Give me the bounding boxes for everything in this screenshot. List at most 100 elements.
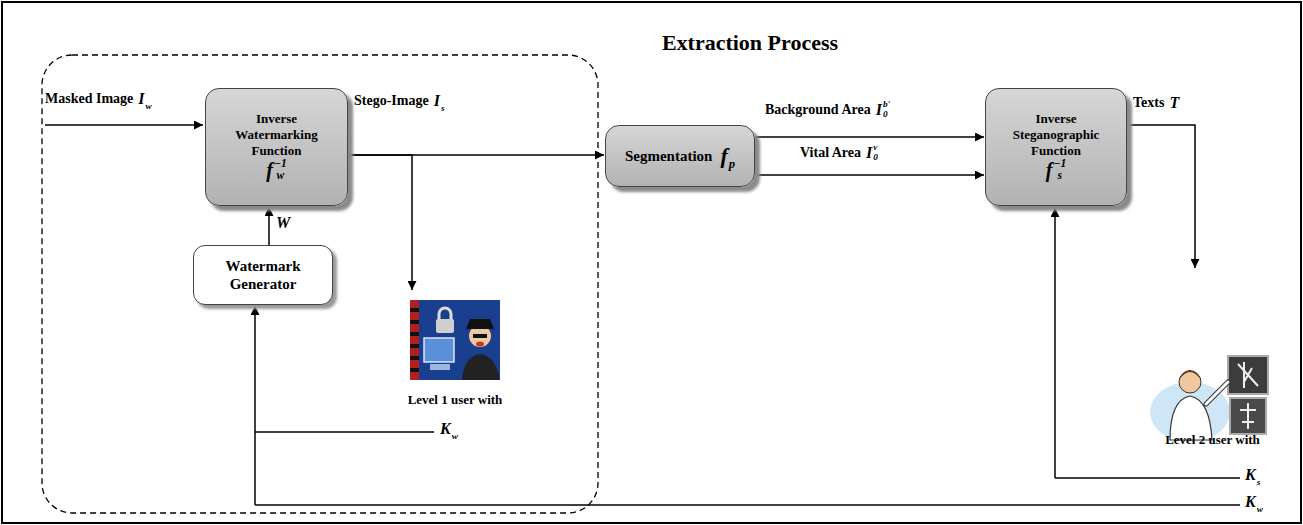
label-group: Kw bbox=[440, 420, 458, 438]
xray-panel bbox=[1230, 398, 1266, 434]
math-expression: f−1s bbox=[1046, 158, 1067, 182]
math-expression: Iw bbox=[138, 90, 151, 108]
flow-arrow bbox=[1127, 125, 1195, 268]
label-group: Ks bbox=[1245, 466, 1260, 484]
key-wire bbox=[254, 306, 256, 505]
lock-icon bbox=[439, 308, 451, 320]
box-label: Segmentation bbox=[625, 147, 713, 165]
math-expression: fp bbox=[720, 143, 735, 169]
label-group: Kw bbox=[1245, 493, 1263, 511]
icon-stripe bbox=[410, 300, 419, 380]
box-label: Watermark Generator bbox=[204, 257, 322, 293]
doctor-icon bbox=[1150, 356, 1268, 442]
math-symbol: K bbox=[440, 420, 451, 438]
flow-arrow bbox=[755, 174, 984, 176]
math-subscript: s bbox=[441, 103, 445, 113]
math-scripts: v0 bbox=[873, 143, 878, 162]
math-expression: Is bbox=[434, 92, 445, 110]
computer-icon bbox=[430, 364, 450, 370]
label-group: Masked Image Iw bbox=[45, 90, 152, 108]
math-subscript: 0 bbox=[873, 153, 878, 163]
process-box: Inverse Watermarking Functionf−1w bbox=[205, 88, 348, 206]
generator-box: Watermark Generator bbox=[193, 245, 333, 305]
math-scripts: −1w bbox=[274, 158, 287, 182]
edge-label: W bbox=[276, 214, 290, 232]
edge-label: Stego-Image bbox=[354, 93, 429, 109]
math-symbol: I bbox=[138, 90, 144, 108]
key-wire bbox=[255, 431, 434, 433]
xray-panel bbox=[1228, 356, 1268, 394]
edge-label: Texts bbox=[1133, 95, 1164, 111]
math-subscript: w bbox=[452, 431, 458, 441]
flow-arrow bbox=[348, 155, 412, 290]
label-group: W bbox=[276, 214, 290, 232]
math-symbol: I bbox=[434, 92, 440, 110]
person-icon bbox=[476, 342, 484, 347]
edge-label: Background Area bbox=[765, 102, 871, 118]
math-expression: T bbox=[1169, 94, 1179, 112]
math-symbol: T bbox=[1169, 94, 1179, 112]
person-icon bbox=[466, 319, 494, 329]
label-group: Stego-Image Is bbox=[354, 92, 445, 110]
person-icon bbox=[1206, 382, 1228, 404]
flow-arrow bbox=[755, 136, 984, 138]
key-wire bbox=[1054, 208, 1056, 478]
math-superscript: v bbox=[873, 143, 878, 153]
math-superscript: −1 bbox=[274, 158, 287, 170]
person-icon bbox=[1206, 382, 1228, 404]
lock-icon bbox=[436, 319, 454, 333]
user-node: Level 1 user with bbox=[385, 290, 525, 408]
person-icon bbox=[473, 334, 487, 338]
box-label: Level 1 user with bbox=[408, 392, 503, 408]
person-icon bbox=[462, 354, 500, 380]
edge-label: Vital Area bbox=[800, 145, 861, 161]
hacker-icon bbox=[410, 300, 500, 380]
math-subscript: w bbox=[1257, 504, 1263, 514]
flow-arrow bbox=[268, 207, 270, 245]
xray-panel bbox=[1238, 362, 1258, 388]
math-symbol: f bbox=[266, 159, 273, 182]
math-expression: f−1w bbox=[266, 158, 287, 182]
math-scripts: b'0 bbox=[883, 100, 890, 119]
label-group: Texts T bbox=[1133, 94, 1179, 112]
person-icon bbox=[1179, 370, 1201, 380]
math-symbol: I bbox=[866, 144, 872, 162]
label-group: Background Area Ib'0 bbox=[765, 100, 890, 119]
dashed-region bbox=[42, 55, 598, 513]
box-label: Inverse Watermarking Function bbox=[218, 111, 335, 158]
math-subscript: 0 bbox=[883, 110, 890, 120]
math-symbol: f bbox=[720, 143, 727, 169]
icon-ground bbox=[410, 300, 500, 380]
xray-panel bbox=[1240, 403, 1256, 429]
math-subscript: w bbox=[146, 101, 152, 111]
signal-label: Masked Image bbox=[45, 91, 133, 107]
math-expression: Ib'0 bbox=[876, 100, 890, 119]
box-label: Inverse Steganographic Function bbox=[998, 111, 1114, 158]
math-scripts: −1s bbox=[1053, 158, 1066, 182]
math-expression: Kw bbox=[1245, 493, 1263, 511]
diagram-title: Extraction Process bbox=[600, 30, 900, 56]
icon-stripe bbox=[410, 310, 419, 370]
math-symbol: K bbox=[1245, 466, 1256, 484]
label-group: Vital Area Iv0 bbox=[800, 143, 878, 162]
process-box: Segmentation fp bbox=[605, 125, 755, 187]
math-expression: Iv0 bbox=[866, 143, 878, 162]
box-label: Level 2 user with bbox=[1165, 432, 1260, 448]
math-superscript: b' bbox=[883, 100, 890, 110]
math-subscript: s bbox=[1053, 170, 1066, 182]
math-superscript: −1 bbox=[1053, 158, 1066, 170]
input-arrow bbox=[45, 124, 203, 126]
math-subscript: p bbox=[729, 157, 735, 172]
math-symbol: I bbox=[876, 101, 882, 119]
math-expression: Kw bbox=[440, 420, 458, 438]
key-wire bbox=[1055, 477, 1240, 479]
process-box: Inverse Steganographic Functionf−1s bbox=[985, 88, 1127, 206]
math-symbol: f bbox=[1046, 159, 1053, 182]
math-symbol: K bbox=[1245, 493, 1256, 511]
computer-icon bbox=[424, 338, 454, 362]
math-subscript: w bbox=[274, 170, 287, 182]
key-wire bbox=[255, 504, 1240, 506]
math-expression: Ks bbox=[1245, 466, 1260, 484]
user-node: Level 2 user with bbox=[1130, 268, 1295, 448]
